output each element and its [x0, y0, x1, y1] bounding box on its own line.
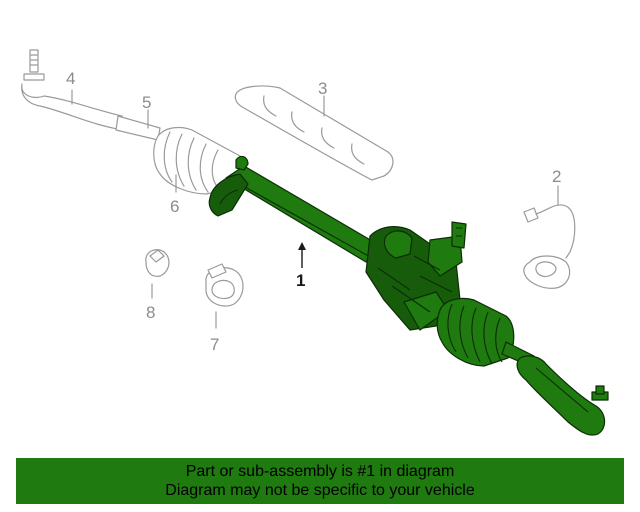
callout-8: 8	[146, 303, 155, 322]
callout-2: 2	[552, 167, 561, 186]
part-8-small-clamp	[145, 249, 170, 299]
disclaimer-banner: Part or sub-assembly is #1 in diagram Di…	[16, 458, 624, 504]
callout-5: 5	[142, 93, 151, 112]
part-2-sensor-line	[523, 185, 576, 289]
disclaimer-line-2: Diagram may not be specific to your vehi…	[165, 482, 475, 499]
disclaimer-line-1: Part or sub-assembly is #1 in diagram	[185, 463, 455, 480]
part-7-large-clamp	[205, 263, 244, 329]
part-1-leader-arrow	[298, 242, 306, 250]
callout-4: 4	[66, 69, 75, 88]
callout-7: 7	[210, 335, 219, 354]
callout-1: 1	[296, 271, 305, 290]
callout-3: 3	[318, 79, 327, 98]
callout-6: 6	[170, 197, 179, 216]
part-1-steering-gear	[208, 155, 609, 436]
part-4-tie-rod-end-left	[21, 49, 125, 131]
part-5-inner-tie-rod	[115, 109, 161, 141]
part-3-heat-shield	[234, 85, 394, 181]
parts-diagram: 1 2 3 4 5 6 7 8	[21, 49, 609, 436]
